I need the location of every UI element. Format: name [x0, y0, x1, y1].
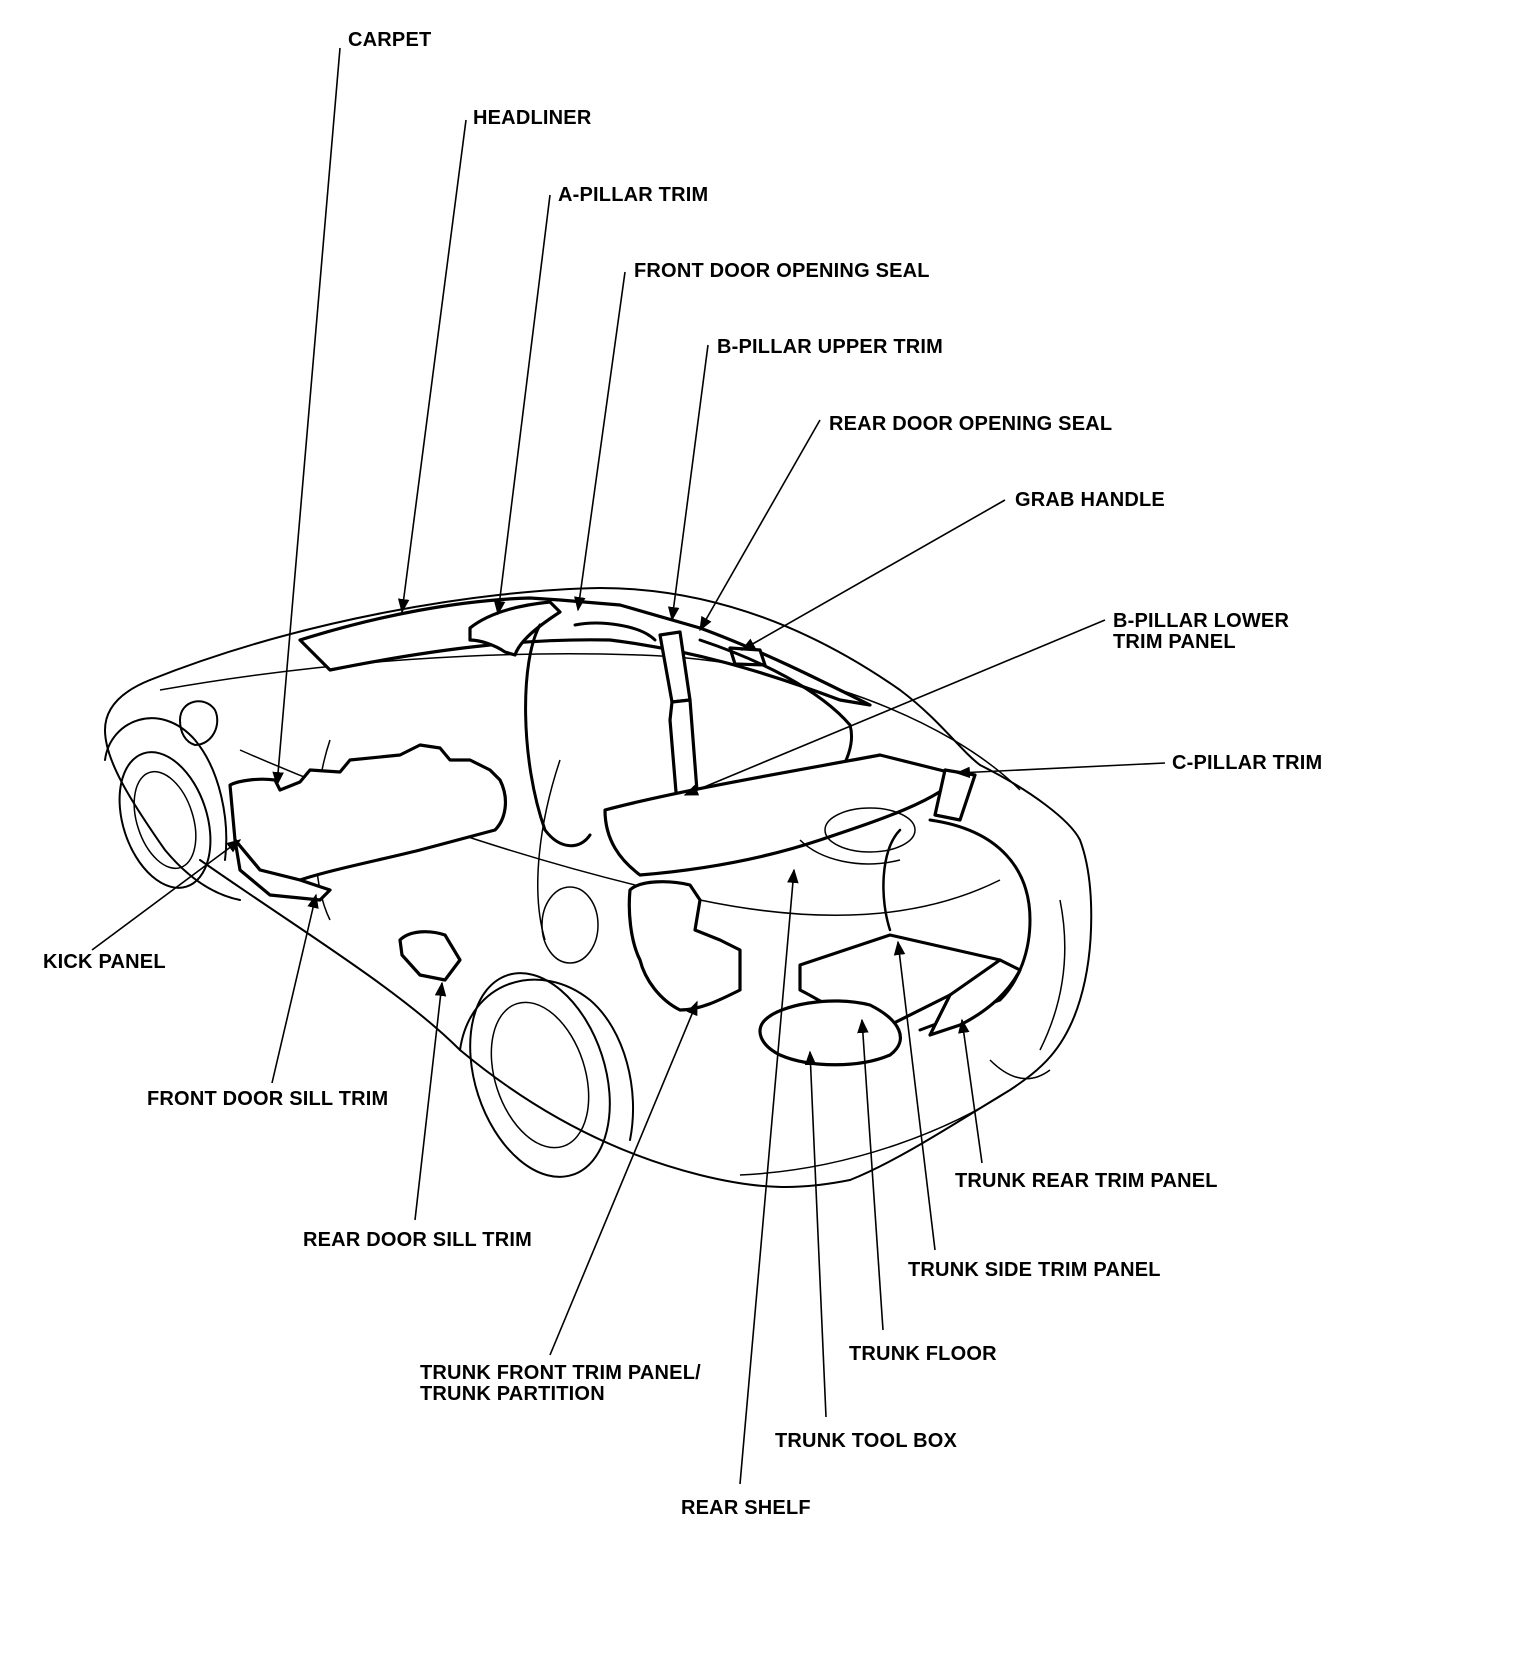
leader-c-pillar-trim	[955, 762, 1166, 779]
leader-rear-door-sill-trim	[414, 981, 447, 1221]
label-b-pillar-lower-trim-panel-line2: TRIM PANEL	[1113, 631, 1236, 653]
leader-a-pillar-trim	[493, 194, 551, 616]
leader-front-door-opening-seal	[574, 271, 626, 612]
leader-grab-handle	[740, 499, 1006, 651]
label-carpet: CARPET	[348, 29, 432, 51]
leader-rear-door-opening-seal	[699, 419, 821, 632]
label-headliner: HEADLINER	[473, 107, 592, 129]
leader-rear-shelf	[739, 868, 799, 1485]
label-trunk-floor: TRUNK FLOOR	[849, 1343, 997, 1365]
leader-trunk-tool-box	[804, 1050, 827, 1418]
leader-trunk-floor	[857, 1018, 884, 1331]
label-rear-door-sill-trim: REAR DOOR SILL TRIM	[303, 1229, 532, 1251]
leader-trunk-rear-trim-panel	[958, 1018, 983, 1164]
trim-parts	[228, 596, 1032, 1067]
label-rear-door-opening-seal: REAR DOOR OPENING SEAL	[829, 413, 1113, 435]
leader-lines	[91, 47, 1166, 1485]
leader-headliner	[397, 119, 467, 614]
label-kick-panel: KICK PANEL	[43, 951, 166, 973]
car-body	[104, 587, 1093, 1188]
leader-front-door-sill-trim	[271, 893, 319, 1084]
label-trunk-side-trim-panel: TRUNK SIDE TRIM PANEL	[908, 1259, 1161, 1281]
leader-b-pillar-lower-trim-panel	[683, 619, 1106, 796]
label-c-pillar-trim: C-PILLAR TRIM	[1172, 752, 1323, 774]
label-front-door-opening-seal: FRONT DOOR OPENING SEAL	[634, 260, 930, 282]
label-trunk-rear-trim-panel: TRUNK REAR TRIM PANEL	[955, 1170, 1218, 1192]
label-grab-handle: GRAB HANDLE	[1015, 489, 1165, 511]
label-trunk-front-trim-panel-line2: TRUNK PARTITION	[420, 1383, 605, 1405]
label-b-pillar-lower-trim-panel-line1: B-PILLAR LOWER	[1113, 610, 1290, 632]
label-trunk-tool-box: TRUNK TOOL BOX	[775, 1430, 958, 1452]
label-trunk-front-trim-panel-line1: TRUNK FRONT TRIM PANEL/	[420, 1362, 701, 1384]
label-b-pillar-upper-trim: B-PILLAR UPPER TRIM	[717, 336, 944, 358]
label-rear-shelf: REAR SHELF	[681, 1497, 811, 1519]
leader-trunk-front-trim-panel	[549, 1000, 698, 1356]
leader-b-pillar-upper-trim	[667, 344, 709, 622]
label-front-door-sill-trim: FRONT DOOR SILL TRIM	[147, 1088, 389, 1110]
leader-carpet	[272, 47, 341, 787]
label-a-pillar-trim: A-PILLAR TRIM	[558, 184, 709, 206]
leader-trunk-side-trim-panel	[893, 940, 936, 1251]
leader-kick-panel	[91, 839, 242, 951]
